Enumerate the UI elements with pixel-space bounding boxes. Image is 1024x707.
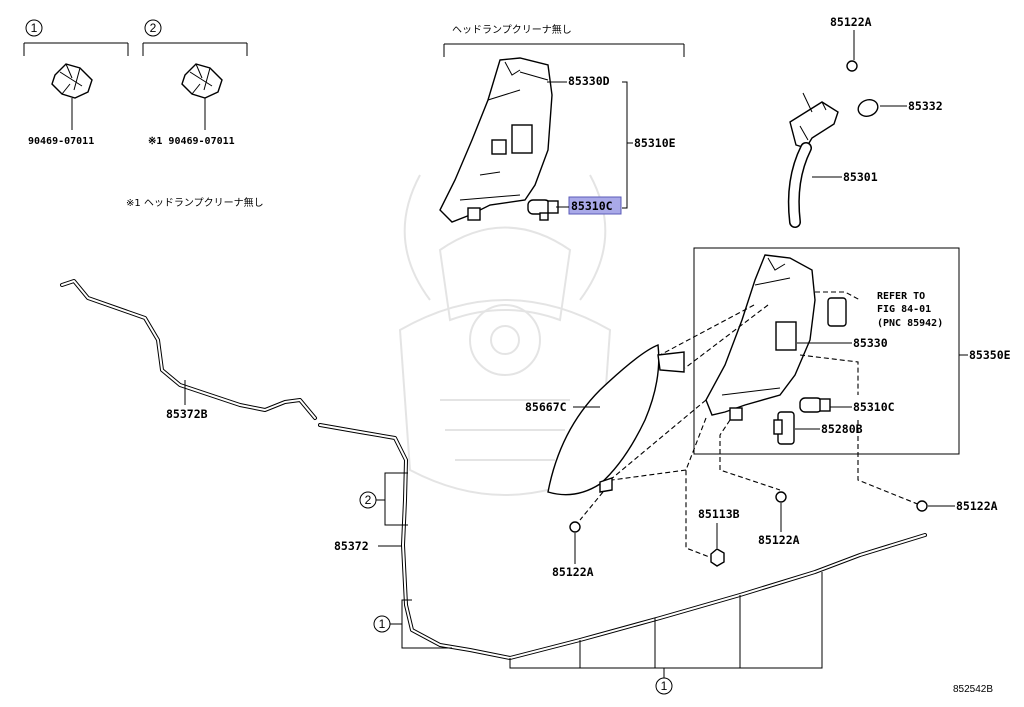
group-label: ヘッドランプクリーナ無し <box>452 23 572 36</box>
pump-motor-right <box>799 397 831 413</box>
legend-item-2: 2 ※1 90469-07011 <box>142 19 248 147</box>
label-85310c: 85310C <box>853 400 895 414</box>
label-85310c-highlighted[interactable]: 85310C <box>571 199 613 213</box>
legend-marker-1: 1 <box>31 21 38 35</box>
label-85372b: 85372B <box>166 407 208 421</box>
assembly-box <box>693 247 960 455</box>
legend-item-1: 1 90469-07011 <box>23 19 129 147</box>
label-85122a-right: 85122A <box>956 499 998 513</box>
label-85350e: 85350E <box>969 348 1011 362</box>
bolt-icon <box>569 521 581 533</box>
legend-part-2: ※1 90469-07011 <box>148 136 235 147</box>
label-85372: 85372 <box>334 539 369 553</box>
label-85280b: 85280B <box>821 422 863 436</box>
refer-line-2: FIG 84-01 <box>877 304 931 315</box>
label-85122a-mid: 85122A <box>758 533 800 547</box>
filler-cap <box>857 99 879 117</box>
highlight-box <box>568 196 622 215</box>
footnote-text: ※1 ヘッドランプクリーナ無し <box>126 196 264 209</box>
marker-1-bottom: 1 <box>661 679 668 693</box>
label-85122a-left: 85122A <box>552 565 594 579</box>
washer-hose-85372b <box>60 279 317 420</box>
fender-liner <box>547 344 685 496</box>
bolt-icon <box>846 60 858 72</box>
label-85330: 85330 <box>853 336 888 350</box>
level-sensor <box>827 297 847 327</box>
label-85667c: 85667C <box>525 400 567 414</box>
label-85301: 85301 <box>843 170 878 184</box>
label-85332: 85332 <box>908 99 943 113</box>
pump-motor-top <box>527 199 559 221</box>
label-85122a-top: 85122A <box>830 15 872 29</box>
grommet <box>773 411 795 445</box>
clip-nut <box>710 548 725 567</box>
bolt-icon <box>916 500 928 512</box>
marker-1-left: 1 <box>379 617 386 631</box>
washer-tank-top <box>439 57 553 223</box>
refer-line-1: REFER TO <box>877 291 925 302</box>
legend-part-1: 90469-07011 <box>28 136 94 147</box>
filler-inlet-pipe <box>787 92 839 228</box>
legend-marker-2: 2 <box>150 21 157 35</box>
clip-icon <box>181 63 223 99</box>
label-85113b: 85113B <box>698 507 740 521</box>
marker-2: 2 <box>365 493 372 507</box>
label-85310e: 85310E <box>634 136 676 150</box>
refer-line-3: (PNC 85942) <box>877 318 943 329</box>
label-85330d: 85330D <box>568 74 610 88</box>
washer-tank-right <box>705 254 816 421</box>
clip-icon <box>51 63 93 99</box>
washer-hose-85372 <box>318 423 927 660</box>
bolt-icon <box>775 491 787 503</box>
figure-number: 852542B <box>953 684 993 695</box>
